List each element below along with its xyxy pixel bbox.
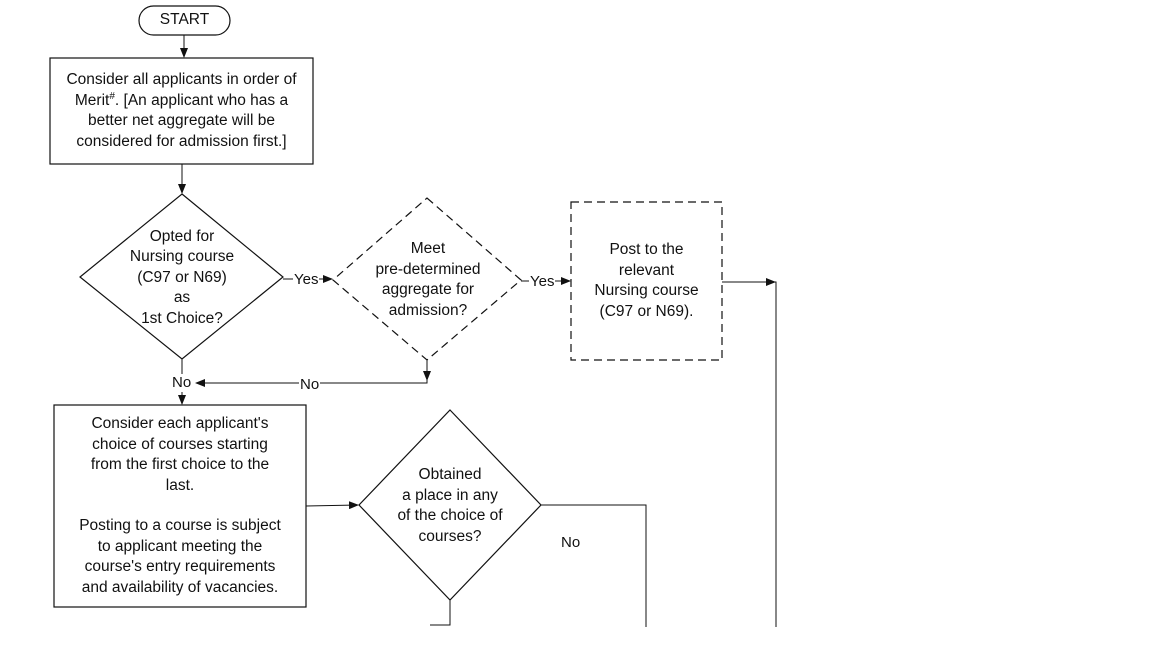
place-decision-text: Obtained a place in any of the choice of…: [370, 463, 530, 549]
aggregate-line: pre-determined: [375, 260, 481, 278]
merit-footnote-mark: #: [109, 90, 115, 102]
aggregate-line: admission?: [388, 301, 468, 319]
choice-line: course's entry requirements: [84, 558, 276, 575]
edge-label-no: No: [171, 374, 193, 392]
post-line: Nursing course: [594, 282, 699, 299]
merit-line-4: considered for admission first.]: [76, 132, 287, 150]
post-box-text: Post to the relevant Nursing course (C97…: [571, 238, 722, 324]
edge-label-yes: Yes: [293, 271, 320, 289]
post-line: relevant: [618, 261, 675, 279]
aggregate-line: aggregate for: [381, 281, 475, 298]
place-line: Obtained: [418, 466, 482, 483]
connector-place-yes-down: [430, 600, 451, 626]
aggregate-decision-text: Meet pre-determined aggregate for admiss…: [347, 238, 509, 322]
merit-box-text: Consider all applicants in order of Meri…: [50, 58, 313, 164]
place-line: of the choice of: [397, 507, 503, 524]
nursing-line: Nursing course: [129, 248, 235, 266]
choice-line: to applicant meeting the: [97, 537, 263, 555]
edge-label-no: No: [299, 376, 321, 394]
merit-word: Merit: [74, 91, 110, 109]
place-line: a place in any: [402, 486, 498, 504]
connector-place-no: [541, 504, 647, 627]
merit-line-1: Consider all applicants in order of: [66, 71, 297, 88]
place-line: courses?: [418, 527, 482, 545]
post-nursing-box: [570, 201, 723, 361]
nursing-line: as: [173, 289, 191, 307]
nursing-line: 1st Choice?: [141, 309, 223, 327]
choice-line: choice of courses starting: [92, 435, 268, 453]
post-line: (C97 or N69).: [599, 302, 694, 320]
connector-choice-to-place: [305, 501, 359, 510]
choice-line: last.: [165, 476, 195, 494]
start-label: START: [139, 6, 230, 35]
choice-line: and availability of vacancies.: [81, 578, 279, 596]
choice-line: Consider each applicant's: [91, 415, 269, 432]
merit-process-box: [49, 57, 314, 165]
connector-post-down-right: [722, 281, 777, 627]
post-line: Post to the: [609, 241, 684, 258]
aggregate-line: Meet: [410, 240, 446, 257]
choice-line: from the first choice to the: [90, 456, 270, 473]
nursing-line: (C97 or N69): [137, 268, 227, 286]
choice-box-text: Consider each applicant's choice of cour…: [54, 405, 306, 607]
nursing-line: Opted for: [149, 227, 215, 245]
merit-line-2-rest: . [An applicant who has a: [114, 91, 289, 109]
start-text: START: [159, 11, 210, 29]
choice-line: Posting to a course is subject: [79, 517, 281, 534]
nursing-decision-text: Opted for Nursing course (C97 or N69) as…: [92, 226, 272, 330]
merit-line-3: better net aggregate will be: [88, 112, 275, 129]
edge-label-yes: Yes: [529, 273, 556, 291]
edge-label-no: No: [560, 534, 582, 552]
course-choice-process-box: [53, 404, 307, 608]
merit-line-2: Merit#. [An applicant who has a: [75, 91, 288, 112]
